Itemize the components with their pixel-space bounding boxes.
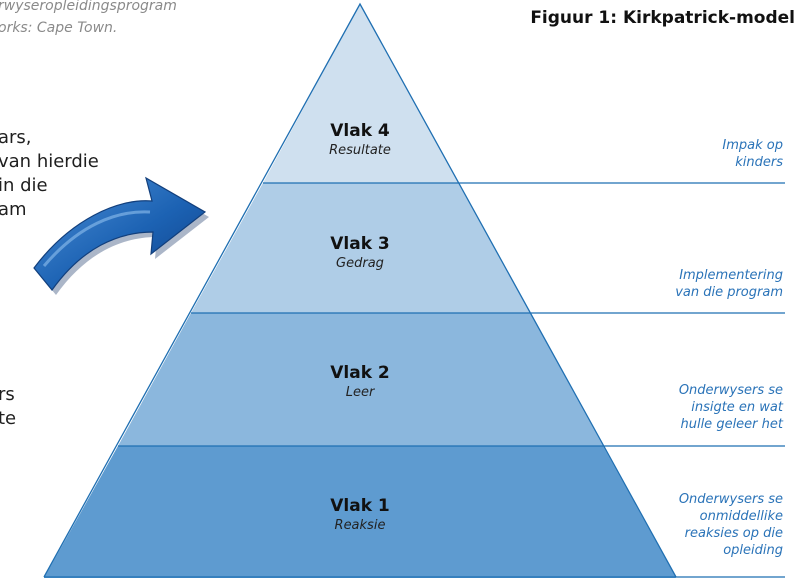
annotation-line: Implementering	[679, 268, 783, 283]
annotation-line: opleiding	[723, 543, 783, 558]
body-text-line: ars,	[0, 127, 32, 148]
tier-3-shape	[191, 183, 530, 313]
pyramid-outline	[43, 2, 677, 578]
level-subtitle: Gedrag	[336, 256, 384, 271]
level-subtitle: Leer	[345, 385, 375, 400]
level-2-label: Vlak 2 Leer	[260, 362, 460, 402]
tier-4-shape	[263, 4, 458, 183]
level-subtitle: Reaksie	[334, 518, 386, 533]
level-3-label: Vlak 3 Gedrag	[260, 233, 460, 273]
source-line-1: rwyseropleidingsprogram	[0, 0, 177, 14]
body-text-line: rs	[0, 384, 15, 405]
level-name: Vlak 1	[330, 496, 390, 516]
annotation-line: Onderwysers se	[678, 492, 783, 507]
tier-1-shape	[44, 446, 676, 578]
source-line-2: orks: Cape Town.	[0, 20, 118, 36]
figure-title: Figuur 1: Kirkpatrick-model	[530, 8, 795, 28]
annotation-reaction: Onderwysers se onmiddellike reaksies op …	[679, 491, 783, 559]
level-1-label: Vlak 1 Reaksie	[260, 495, 460, 535]
body-text-line: in die	[0, 175, 48, 196]
annotation-learning: Onderwysers se insigte en wat hulle gele…	[679, 382, 783, 433]
annotation-line: van die program	[675, 285, 783, 300]
tier-2-shape	[118, 313, 603, 446]
body-text-line: van hierdie	[0, 151, 99, 172]
annotation-implementation: Implementering van die program	[675, 267, 783, 301]
annotation-line: insigte en wat	[691, 400, 783, 415]
level-subtitle: Resultate	[329, 143, 391, 158]
annotation-line: Onderwysers se	[678, 383, 783, 398]
curved-arrow-icon	[33, 176, 209, 295]
level-name: Vlak 4	[330, 121, 390, 141]
body-text-line: te	[0, 408, 17, 429]
annotation-impact: Impak op kinders	[722, 137, 783, 171]
annotation-line: onmiddellike	[699, 509, 783, 524]
level-name: Vlak 2	[330, 363, 390, 383]
level-name: Vlak 3	[330, 234, 390, 254]
level-4-label: Vlak 4 Resultate	[260, 120, 460, 160]
annotation-line: kinders	[735, 155, 783, 170]
body-text-line: am	[0, 199, 27, 220]
annotation-line: Impak op	[722, 138, 783, 153]
annotation-line: reaksies op die	[684, 526, 783, 541]
annotation-line: hulle geleer het	[680, 417, 783, 432]
